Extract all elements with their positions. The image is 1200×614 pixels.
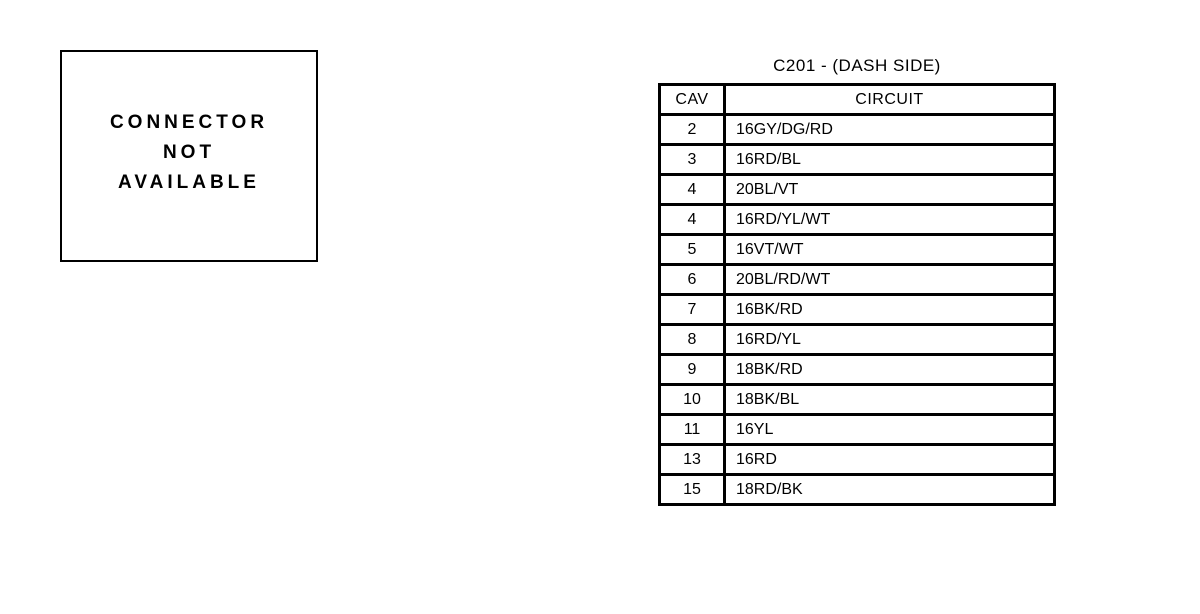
cav-cell: 6	[658, 263, 726, 296]
connector-pinout-table: CAV CIRCUIT 2 16GY/DG/RD 3 16RD/BL 4 20B…	[658, 83, 1056, 506]
table-row: 4 20BL/VT	[658, 173, 1056, 206]
table-row: 5 16VT/WT	[658, 233, 1056, 266]
cav-cell: 2	[658, 113, 726, 146]
circuit-cell: 20BL/VT	[723, 173, 1056, 206]
table-row: 7 16BK/RD	[658, 293, 1056, 326]
table-row: 15 18RD/BK	[658, 473, 1056, 506]
cav-cell: 7	[658, 293, 726, 326]
circuit-cell: 16RD/YL	[723, 323, 1056, 356]
connector-not-available-box: CONNECTOR NOT AVAILABLE	[60, 50, 318, 262]
circuit-cell: 16RD	[723, 443, 1056, 476]
circuit-cell: 16GY/DG/RD	[723, 113, 1056, 146]
circuit-cell: 16BK/RD	[723, 293, 1056, 326]
connector-box-line: CONNECTOR	[109, 112, 269, 133]
circuit-cell: 16RD/YL/WT	[723, 203, 1056, 236]
table-row: 10 18BK/BL	[658, 383, 1056, 416]
circuit-cell: 18BK/RD	[723, 353, 1056, 386]
table-row: 9 18BK/RD	[658, 353, 1056, 386]
connector-table-title: C201 - (DASH SIDE)	[773, 56, 941, 75]
cav-cell: 3	[658, 143, 726, 176]
cav-cell: 5	[658, 233, 726, 266]
connector-box-line: NOT	[162, 142, 216, 163]
table-row: 4 16RD/YL/WT	[658, 203, 1056, 236]
circuit-cell: 16RD/BL	[723, 143, 1056, 176]
table-header-row: CAV CIRCUIT	[658, 83, 1056, 116]
cav-cell: 9	[658, 353, 726, 386]
circuit-cell: 18RD/BK	[723, 473, 1056, 506]
circuit-cell: 16YL	[723, 413, 1056, 446]
circuit-column-header: CIRCUIT	[723, 83, 1056, 116]
table-row: 2 16GY/DG/RD	[658, 113, 1056, 146]
cav-cell: 11	[658, 413, 726, 446]
connector-box-line: AVAILABLE	[118, 172, 260, 193]
circuit-cell: 20BL/RD/WT	[723, 263, 1056, 296]
table-row: 13 16RD	[658, 443, 1056, 476]
circuit-cell: 16VT/WT	[723, 233, 1056, 266]
cav-cell: 4	[658, 173, 726, 206]
table-row: 11 16YL	[658, 413, 1056, 446]
cav-cell: 8	[658, 323, 726, 356]
cav-cell: 13	[658, 443, 726, 476]
cav-cell: 15	[658, 473, 726, 506]
circuit-cell: 18BK/BL	[723, 383, 1056, 416]
cav-cell: 10	[658, 383, 726, 416]
table-row: 3 16RD/BL	[658, 143, 1056, 176]
table-row: 8 16RD/YL	[658, 323, 1056, 356]
cav-cell: 4	[658, 203, 726, 236]
table-row: 6 20BL/RD/WT	[658, 263, 1056, 296]
cav-column-header: CAV	[658, 83, 726, 116]
